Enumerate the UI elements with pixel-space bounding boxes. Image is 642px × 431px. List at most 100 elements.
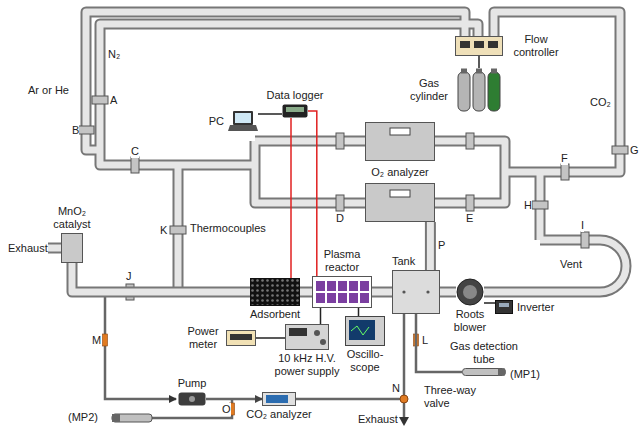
pipe-bore (494, 12, 620, 172)
signal-wire (479, 56, 480, 68)
connector-line (320, 308, 322, 324)
gas-cylinder: Gas cylinder (455, 68, 503, 112)
node-label: Inverter (517, 301, 554, 314)
node-label: Gas detection tube (448, 340, 520, 366)
gas-detection-tube-shape (462, 368, 506, 376)
signal-wire (258, 114, 282, 115)
valve-letter: P (438, 239, 445, 252)
oscilloscope: Oscillo- scope (345, 316, 385, 346)
valve-symbol (103, 334, 108, 346)
three-way-valve-symbol (400, 395, 408, 403)
detection-tube-tip (112, 414, 120, 422)
pipe-connector (300, 292, 312, 293)
annotation-label: Three-way valve (424, 384, 484, 410)
pipe-outline (440, 287, 456, 298)
annotation-label: Ar or He (28, 84, 69, 97)
pipe-outline (300, 287, 312, 298)
flow-controller-shape (455, 36, 503, 56)
thermocouple-wire (308, 111, 317, 276)
node-label: Data logger (267, 89, 324, 102)
tank-shape (392, 270, 440, 314)
mno2-catalyst-shape (61, 233, 83, 263)
power-meter-shape (226, 330, 256, 346)
pipe-connector (440, 292, 456, 293)
node-label: CO₂ analyzer (246, 408, 311, 421)
adsorbent-shape (250, 278, 300, 306)
hv-power-supply-shape (285, 324, 329, 350)
valve-symbol (78, 126, 94, 134)
valve-symbol (92, 96, 108, 104)
mno2-catalyst: MnO₂ catalyst (61, 233, 83, 263)
connector-line (206, 398, 262, 401)
sampling-line (296, 398, 404, 401)
plasma-reactor: Plasma reactor (312, 276, 372, 308)
node-label: Roots blower (448, 308, 492, 334)
valve-symbol (170, 226, 186, 234)
flow-controller: Flow controller (455, 36, 503, 56)
node-label: O₂ analyzer (371, 166, 428, 179)
valve-letter: O (222, 403, 231, 416)
connector-line (308, 111, 317, 276)
pipe-outline (86, 12, 465, 150)
inverter-shape (495, 300, 513, 314)
annotation-label: Exhaust (358, 413, 398, 426)
pipe-outline (372, 287, 392, 298)
sampling-line (105, 292, 176, 399)
signal-wire (256, 338, 285, 339)
pipe-outline (494, 12, 620, 172)
valve-letter: N (392, 382, 400, 395)
roots-blower-shape (456, 278, 484, 306)
pump-shape (178, 392, 206, 406)
inverter: Inverter (495, 300, 513, 314)
valve-symbol (532, 201, 548, 209)
plasma-reactor-shape (312, 276, 372, 308)
sampling-line (403, 314, 406, 399)
annotation-label: (MP1) (510, 368, 540, 381)
pipe-bore (427, 222, 434, 270)
valve-letter: A (110, 94, 117, 107)
valve-letter: G (630, 144, 639, 157)
signal-wire (206, 399, 262, 400)
annotation-label: Exhaust (8, 242, 48, 255)
node-label: Pump (178, 377, 207, 390)
valve-letter: C (131, 145, 139, 158)
flow-arrow (399, 417, 409, 426)
flow-arrow (169, 395, 177, 403)
laptop-pc-shape (228, 110, 258, 132)
data-logger: Data logger (282, 104, 308, 118)
node-label: Plasma reactor (320, 248, 364, 274)
node-label: Flow controller (507, 33, 565, 59)
connector-line (484, 302, 495, 304)
valve-symbol (466, 133, 474, 149)
pipe-outline (72, 263, 250, 292)
annotation-label: Thermocouples (190, 222, 266, 235)
valve-symbol (561, 164, 569, 180)
connector-line (358, 308, 360, 316)
co2-analyzer: CO₂ analyzer (262, 392, 296, 406)
valve-letter: L (422, 334, 428, 347)
pipe-bore (372, 289, 392, 296)
signal-wire (358, 308, 359, 316)
roots-blower: Roots blower (456, 278, 484, 306)
valve-symbol (336, 133, 344, 149)
valve-symbol (612, 146, 628, 154)
signal-wire (484, 303, 495, 304)
pipe-bore (48, 245, 61, 252)
pump: Pump (178, 392, 206, 406)
pipe-outline (484, 240, 626, 292)
node-label: Tank (392, 255, 415, 268)
node-label: MnO₂ catalyst (48, 205, 96, 231)
valve-letter: K (160, 224, 167, 237)
connector-line (258, 113, 282, 115)
pipe-bore (484, 240, 626, 292)
valve-symbol (466, 195, 474, 211)
valve-letter: B (72, 124, 79, 137)
oscilloscope-shape (345, 316, 385, 346)
pipe-bore (86, 12, 465, 150)
valve-symbol (581, 232, 589, 248)
valve-letter: E (466, 212, 473, 225)
valve-letter: I (581, 219, 584, 232)
gas-cylinder-shape (455, 68, 503, 112)
signal-wire (320, 308, 321, 324)
